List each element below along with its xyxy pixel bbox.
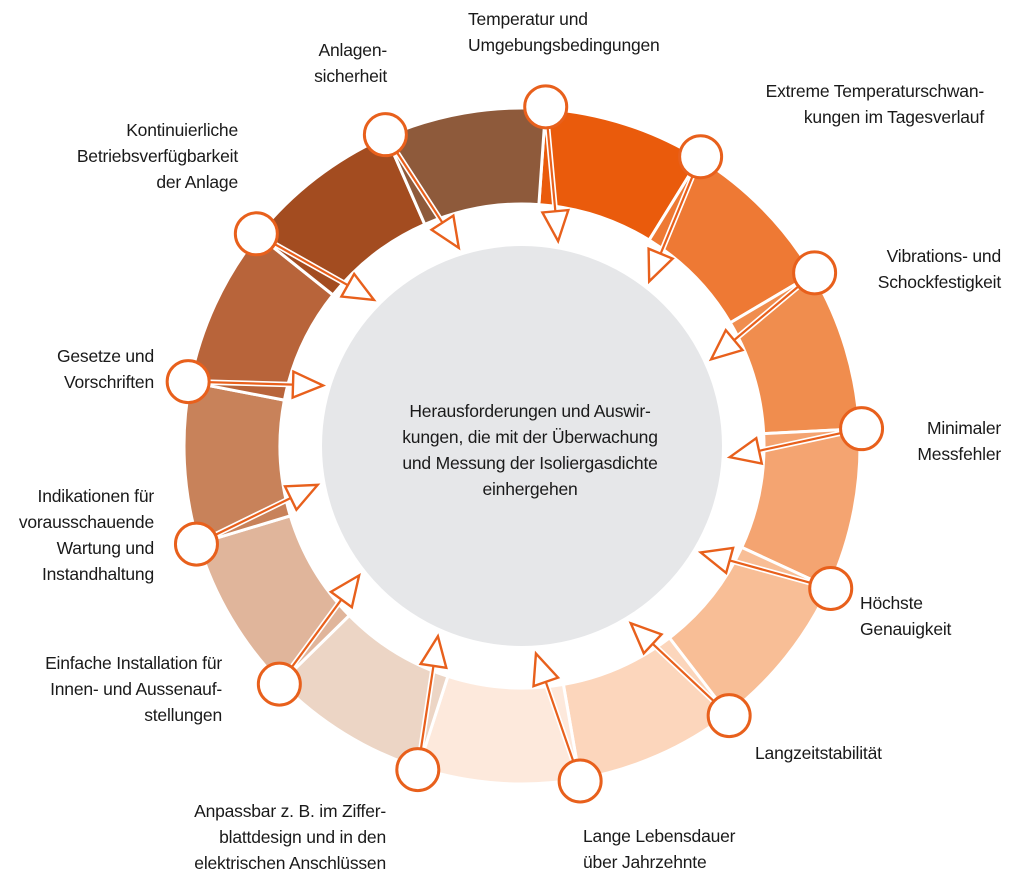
node-circle-2 <box>792 250 838 296</box>
node-circle-9 <box>173 521 219 567</box>
arrowhead-12 <box>429 213 461 251</box>
arrowhead-4 <box>697 546 735 576</box>
ring-segment-9 <box>182 380 293 546</box>
node-circle-3 <box>839 406 885 452</box>
node-circle-5 <box>706 693 752 739</box>
arrowhead-10 <box>291 369 327 400</box>
node-circle-7 <box>395 747 441 793</box>
label-temperature-swings: Extreme Temperaturschwan- kungen im Tage… <box>765 81 985 127</box>
arrowhead-9 <box>283 483 321 512</box>
node-circle-12 <box>362 112 408 158</box>
label-predictive-maintenance: Indikationen für vorausschauende Wartung… <box>18 486 154 584</box>
label-availability: Kontinuierliche Betriebsverfügbarkeit de… <box>76 120 238 192</box>
arrowhead-1 <box>647 246 675 285</box>
node-circle-10 <box>165 359 211 405</box>
arrowhead-3 <box>726 436 764 466</box>
label-vibration: Vibrations- und Schockfestigkeit <box>877 246 1001 292</box>
arrowhead-7 <box>418 633 448 670</box>
label-lifetime: Lange Lebensdauer über Jahrzehnte <box>583 826 736 872</box>
node-circle-4 <box>808 565 854 611</box>
arrowhead-8 <box>328 572 361 610</box>
label-customizable: Anpassbar z. B. im Ziffer- blattdesign u… <box>194 801 386 873</box>
arrowhead-6 <box>532 650 561 688</box>
node-circle-0 <box>523 84 569 130</box>
arrowhead-11 <box>339 271 377 302</box>
arrowhead-5 <box>628 621 664 656</box>
center-title: Herausforderungen und Auswir- kungen, di… <box>402 401 658 499</box>
node-circle-11 <box>233 211 279 257</box>
node-circle-8 <box>256 661 302 707</box>
node-circle-1 <box>678 134 724 180</box>
arrowhead-0 <box>540 208 571 245</box>
arrowhead-2 <box>708 327 745 362</box>
label-measurement-error: Minimaler Messfehler <box>917 418 1001 464</box>
label-long-term-stability: Langzeitstabilität <box>755 743 882 763</box>
label-temperature: Temperatur und Umgebungsbedingungen <box>468 9 660 55</box>
label-installation: Einfache Installation für Innen- und Aus… <box>45 653 222 725</box>
center-hub <box>322 246 722 646</box>
label-accuracy: Höchste Genauigkeit <box>860 593 952 639</box>
label-plant-safety: Anlagen- sicherheit <box>314 40 387 86</box>
node-circle-6 <box>557 758 603 804</box>
label-regulations: Gesetze und Vorschriften <box>56 346 154 392</box>
